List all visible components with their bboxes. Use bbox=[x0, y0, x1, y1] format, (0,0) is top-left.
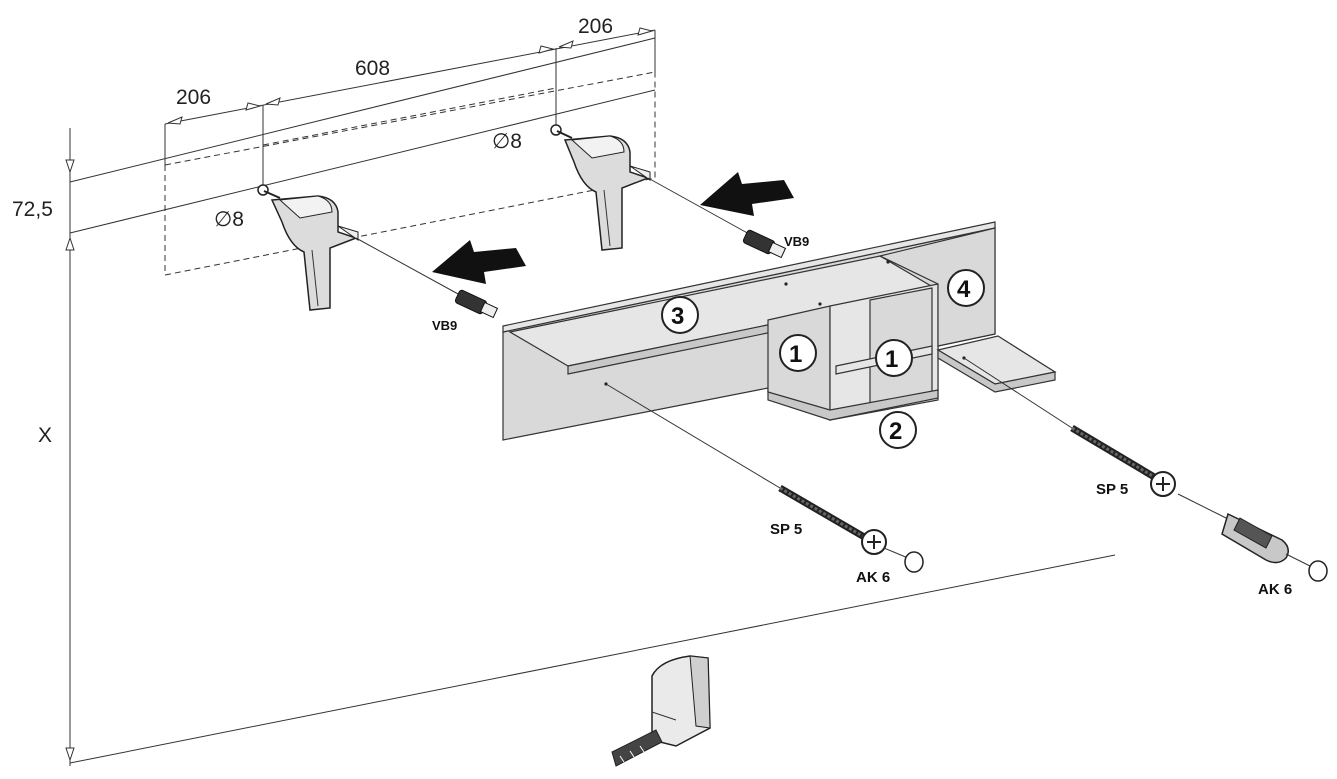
drill-right-icon bbox=[556, 130, 651, 251]
cap-center-icon bbox=[883, 547, 924, 573]
shelf-assembly bbox=[502, 221, 1057, 441]
screw-center-icon bbox=[778, 484, 887, 555]
part-1b-label: 1 bbox=[885, 346, 898, 373]
dowel-left-icon bbox=[454, 289, 499, 319]
hole-left-icon bbox=[257, 184, 269, 196]
dowel-right-icon bbox=[742, 229, 787, 259]
dim-vertical-x: X bbox=[38, 424, 52, 447]
dim-left: 206 bbox=[176, 86, 211, 109]
dimension-lines bbox=[65, 27, 1116, 766]
dim-hole-left: ∅8 bbox=[214, 208, 244, 231]
dim-top-right: 206 bbox=[578, 15, 613, 38]
dowel-right-label: VB9 bbox=[784, 234, 809, 249]
screwdriver-icon bbox=[1177, 493, 1328, 582]
tape-measure-icon bbox=[611, 655, 711, 767]
part-4-label: 4 bbox=[957, 276, 971, 303]
dim-hole-right: ∅8 bbox=[492, 130, 522, 153]
dim-height-offset: 72,5 bbox=[12, 198, 53, 221]
hole-right-icon bbox=[550, 124, 562, 136]
arrow-left-icon bbox=[432, 240, 526, 284]
screw-right-icon bbox=[1070, 424, 1176, 497]
part-2-label: 2 bbox=[889, 418, 902, 445]
dowel-left-label: VB9 bbox=[432, 318, 457, 333]
part-3-label: 3 bbox=[671, 303, 684, 330]
cap-center-label: AK 6 bbox=[856, 569, 890, 586]
screw-right-label: SP 5 bbox=[1096, 481, 1128, 498]
cap-right-label: AK 6 bbox=[1258, 581, 1292, 598]
dim-center-span: 608 bbox=[355, 57, 390, 80]
drill-left-icon bbox=[263, 190, 359, 311]
part-1a-label: 1 bbox=[789, 341, 802, 368]
screw-center-label: SP 5 bbox=[770, 521, 802, 538]
arrow-right-icon bbox=[700, 172, 794, 216]
